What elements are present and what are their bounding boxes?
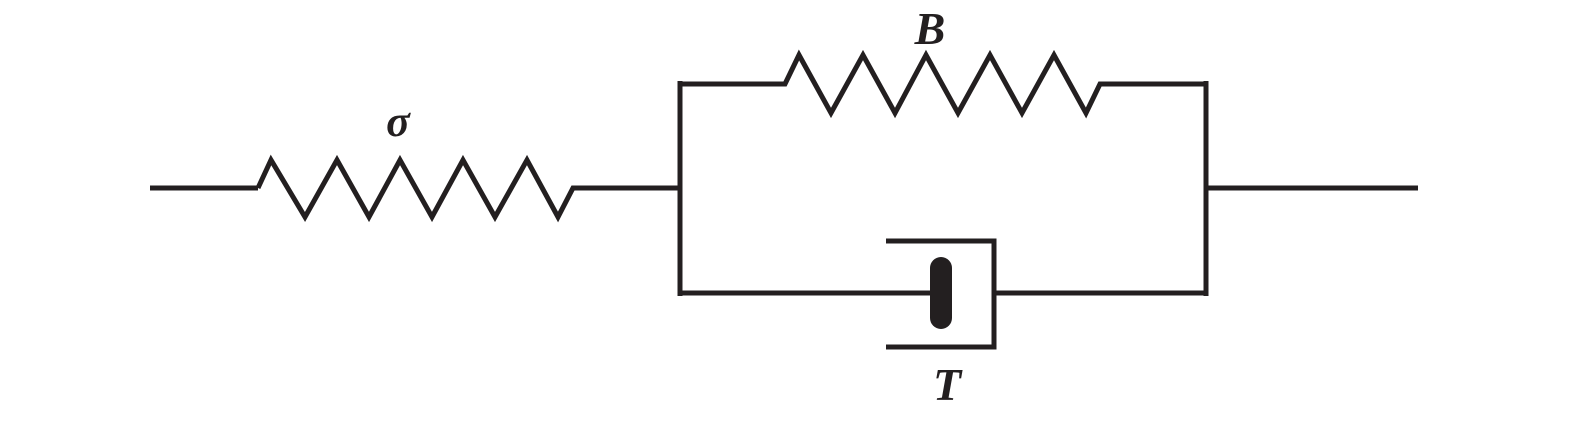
label-b: B [914, 3, 946, 54]
parallel-spring-b [680, 49, 1206, 119]
label-sigma: σ [386, 97, 411, 146]
label-t: T [933, 359, 963, 410]
dashpot-piston [930, 257, 952, 329]
series-spring-sigma [255, 154, 680, 223]
